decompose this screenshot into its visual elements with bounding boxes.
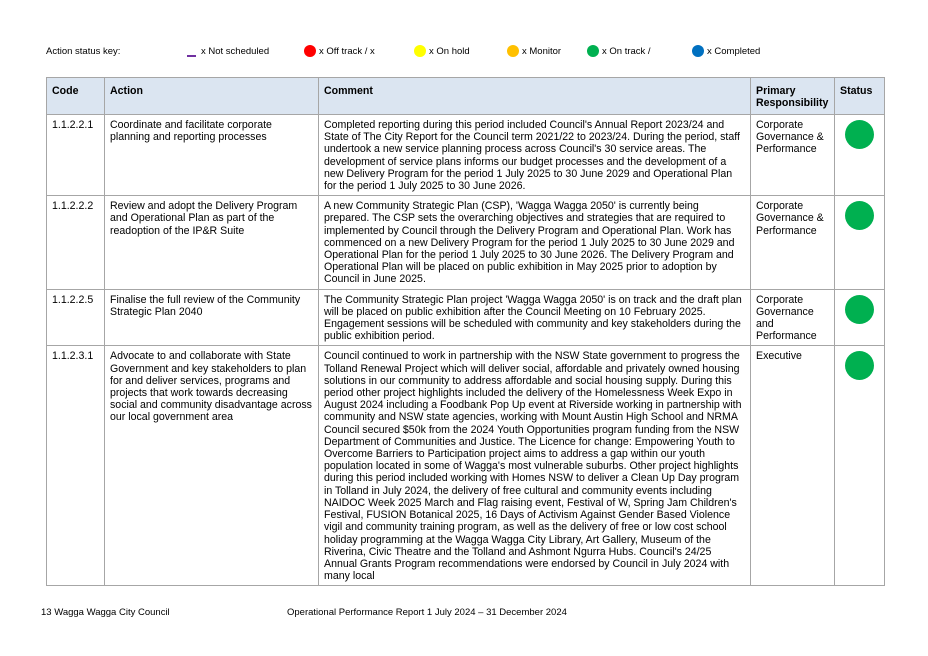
row-action: Finalise the full review of the Communit… (104, 288, 319, 347)
row-responsibility: Corporate Governance & Performance (750, 195, 835, 290)
key-completed-label: x Completed (707, 45, 761, 57)
key-monitor-label: x Monitor (522, 45, 562, 57)
header-code: Code (46, 77, 105, 115)
header-comment: Comment (318, 77, 751, 115)
footer-report-title: Operational Performance Report 1 July 20… (287, 607, 567, 618)
table-header-row: Code Action Comment Primary Responsibili… (46, 77, 885, 115)
actions-table: Code Action Comment Primary Responsibili… (46, 77, 885, 587)
header-action: Action (104, 77, 319, 115)
key-on-track: x On track / (587, 45, 651, 57)
row-code: 1.1.2.2.1 (46, 113, 105, 197)
row-code: 1.1.2.2.5 (46, 288, 105, 347)
row-status (834, 195, 885, 290)
on-track-status-icon (845, 120, 874, 149)
on-track-status-icon (845, 294, 874, 324)
on-track-circle-icon (587, 45, 599, 57)
key-not-scheduled: x Not scheduled (187, 45, 269, 57)
row-comment: Completed reporting during this period i… (318, 113, 751, 197)
row-responsibility: Corporate Governance & Performance (750, 113, 835, 197)
table-row: 1.1.2.3.1 Advocate to and collaborate wi… (46, 345, 885, 587)
row-status (834, 345, 885, 587)
table-row: 1.1.2.2.2 Review and adopt the Delivery … (46, 195, 885, 290)
key-off-track-label: x Off track / x (319, 45, 375, 57)
key-on-hold-label: x On hold (429, 45, 470, 57)
key-on-track-label: x On track / (602, 45, 651, 57)
row-responsibility: Executive (750, 345, 835, 587)
row-comment: A new Community Strategic Plan (CSP), 'W… (318, 195, 751, 290)
action-status-key: Action status key: x Not scheduled x Off… (0, 44, 928, 60)
not-scheduled-dash-icon (187, 55, 196, 57)
key-off-track: x Off track / x (304, 45, 375, 57)
table-row: 1.1.2.2.1 Coordinate and facilitate corp… (46, 113, 885, 197)
row-status (834, 288, 885, 347)
on-track-status-icon (845, 351, 874, 381)
status-key-label: Action status key: (46, 46, 121, 57)
row-action: Coordinate and facilitate corporate plan… (104, 113, 319, 197)
row-action: Review and adopt the Delivery Program an… (104, 195, 319, 290)
on-hold-circle-icon (414, 45, 426, 57)
row-responsibility: Corporate Governance and Performance (750, 288, 835, 347)
row-status (834, 113, 885, 197)
completed-circle-icon (692, 45, 704, 57)
key-monitor: x Monitor (507, 45, 561, 57)
row-code: 1.1.2.2.2 (46, 195, 105, 290)
footer-page-label: 13 Wagga Wagga City Council (41, 607, 170, 618)
key-not-scheduled-label: x Not scheduled (201, 45, 270, 57)
row-action: Advocate to and collaborate with State G… (104, 345, 319, 587)
monitor-circle-icon (507, 45, 519, 57)
table-row: 1.1.2.2.5 Finalise the full review of th… (46, 288, 885, 347)
header-status: Status (834, 77, 885, 115)
key-completed: x Completed (692, 45, 760, 57)
key-on-hold: x On hold (414, 45, 470, 57)
row-comment: Council continued to work in partnership… (318, 345, 751, 587)
header-responsibility: Primary Responsibility (750, 77, 835, 115)
on-track-status-icon (845, 201, 874, 231)
row-code: 1.1.2.3.1 (46, 345, 105, 587)
row-comment: The Community Strategic Plan project 'Wa… (318, 288, 751, 347)
off-track-circle-icon (304, 45, 316, 57)
